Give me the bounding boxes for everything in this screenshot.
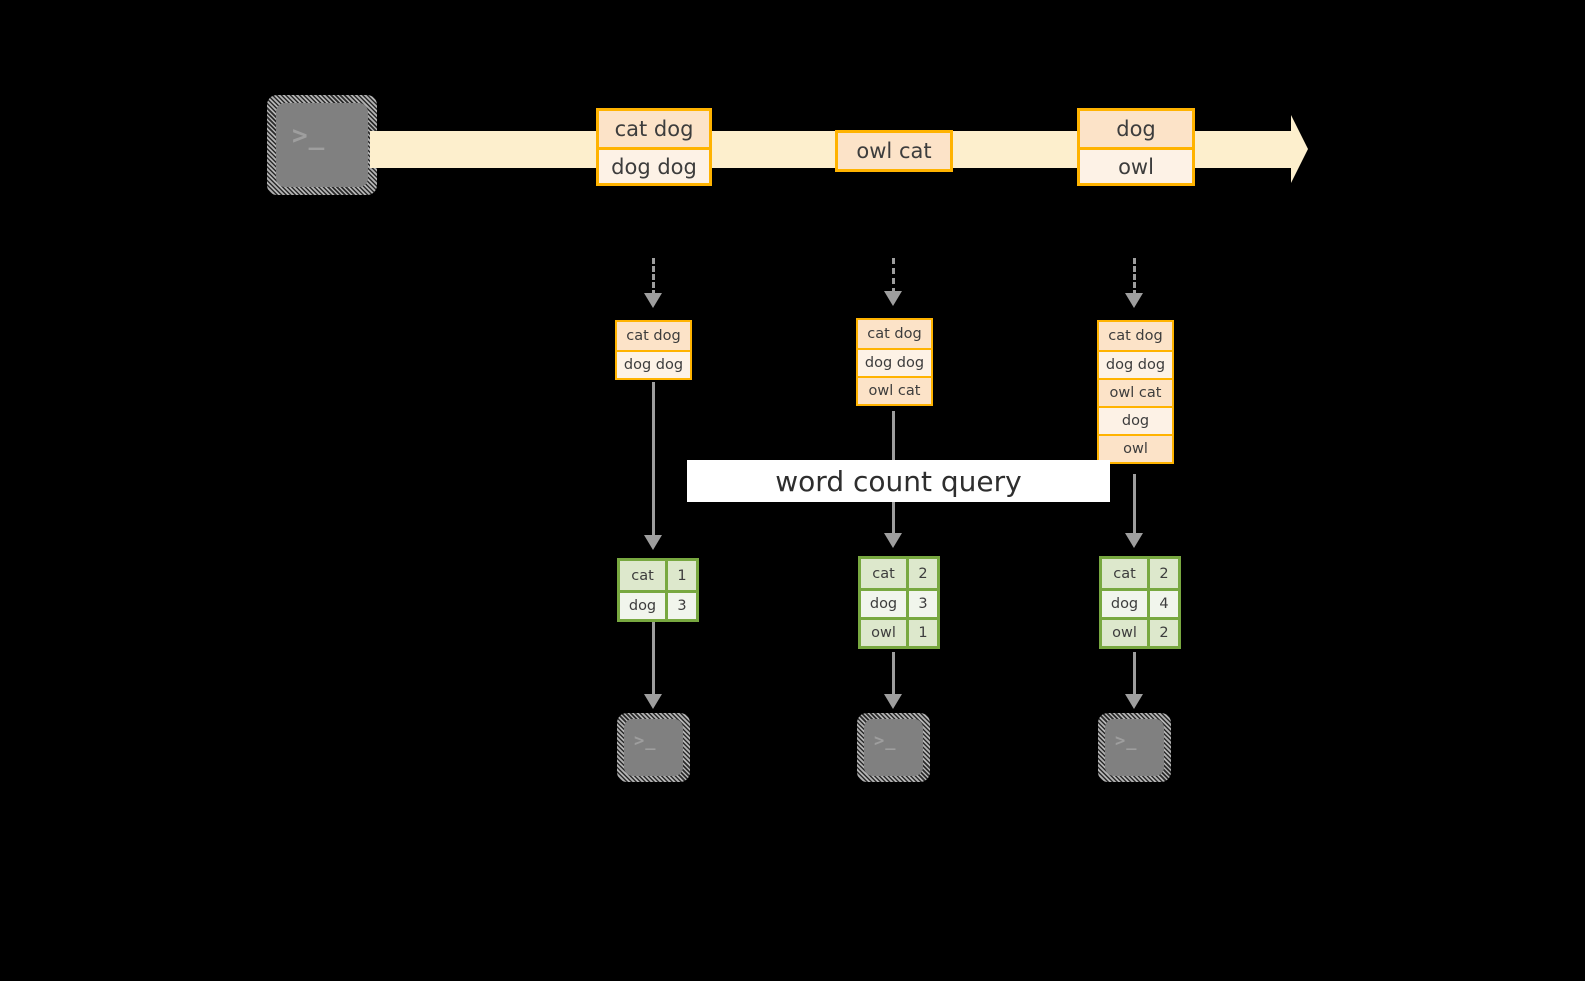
table-row: owl 2	[1102, 617, 1178, 646]
snapshot-2-query-arrowhead	[884, 533, 902, 548]
result-count: 1	[918, 625, 928, 641]
result-word: owl	[1102, 620, 1150, 646]
result-word: dog	[1102, 591, 1150, 617]
producer-terminal-icon: >_	[267, 95, 377, 195]
snapshot-3-buffer[interactable]: cat dog dog dog owl cat dog owl	[1097, 320, 1174, 464]
result-count: 2	[1159, 625, 1169, 641]
terminal-body	[1105, 719, 1164, 776]
table-row: cat 2	[1102, 559, 1178, 588]
terminal-prompt-glyph: >_	[292, 121, 326, 151]
snapshot-3-query-arrowhead	[1125, 533, 1143, 548]
table-row: dog 4	[1102, 588, 1178, 617]
buffer-line: dog dog	[617, 350, 690, 378]
stream-message-1[interactable]: cat dog dog dog	[596, 108, 712, 186]
snapshot-2-tap-line	[892, 258, 895, 294]
buffer-line: owl	[1099, 434, 1172, 462]
result-count: 3	[677, 598, 687, 614]
result-word: dog	[861, 591, 909, 617]
buffer-line: owl cat	[858, 376, 931, 404]
snapshot-1-tap-line	[652, 258, 655, 296]
buffer-line: owl cat	[1099, 378, 1172, 406]
snapshot-1-query-arrowhead	[644, 535, 662, 550]
terminal-prompt-glyph: >_	[1115, 731, 1138, 751]
result-word: cat	[861, 559, 909, 588]
stream-message-2[interactable]: owl cat	[835, 130, 953, 172]
stream-arrowhead	[1291, 115, 1308, 183]
stream-message-3[interactable]: dog owl	[1077, 108, 1195, 186]
snapshot-3-tap-line	[1133, 258, 1136, 296]
table-row: cat 2	[861, 559, 937, 588]
result-count: 1	[677, 567, 687, 584]
buffer-line: dog dog	[1099, 350, 1172, 378]
snapshot-1-buffer[interactable]: cat dog dog dog	[615, 320, 692, 380]
snapshot-1-tap-arrowhead	[644, 293, 662, 308]
result-word: cat	[620, 561, 668, 590]
result-count: 3	[918, 596, 928, 612]
snapshot-3-output-line	[1133, 652, 1136, 700]
snapshot-1-output-line	[652, 622, 655, 700]
result-count: 2	[1159, 565, 1169, 582]
terminal-prompt-glyph: >_	[634, 731, 657, 751]
table-row: owl 1	[861, 617, 937, 646]
snapshot-2-output-arrowhead	[884, 694, 902, 709]
snapshot-3-query-line	[1133, 474, 1136, 540]
snapshot-3-result-table[interactable]: cat 2 dog 4 owl 2	[1099, 556, 1181, 649]
stream-message-line: dog dog	[599, 147, 709, 183]
snapshot-1-output-arrowhead	[644, 694, 662, 709]
terminal-body	[624, 719, 683, 776]
snapshot-2-buffer[interactable]: cat dog dog dog owl cat	[856, 318, 933, 406]
snapshot-2-result-table[interactable]: cat 2 dog 3 owl 1	[858, 556, 940, 649]
snapshot-3-output-arrowhead	[1125, 694, 1143, 709]
table-row: dog 3	[620, 590, 696, 619]
stream-message-line: cat dog	[599, 111, 709, 147]
snapshot-1-query-line	[652, 382, 655, 542]
buffer-line: dog	[1099, 406, 1172, 434]
table-row: dog 3	[861, 588, 937, 617]
terminal-prompt-glyph: >_	[874, 731, 897, 751]
table-row: cat 1	[620, 561, 696, 590]
result-count: 2	[918, 565, 928, 582]
snapshot-2-tap-arrowhead	[884, 291, 902, 306]
query-label: word count query	[775, 464, 1022, 498]
buffer-line: cat dog	[617, 322, 690, 350]
result-count: 4	[1159, 596, 1169, 612]
result-word: dog	[620, 593, 668, 619]
buffer-line: cat dog	[858, 320, 931, 348]
snapshot-1-consumer-terminal-icon: >_	[617, 713, 690, 782]
terminal-body	[276, 103, 368, 187]
result-word: cat	[1102, 559, 1150, 588]
snapshot-2-consumer-terminal-icon: >_	[857, 713, 930, 782]
buffer-line: dog dog	[858, 348, 931, 376]
snapshot-3-consumer-terminal-icon: >_	[1098, 713, 1171, 782]
snapshot-1-result-table[interactable]: cat 1 dog 3	[617, 558, 699, 622]
query-label-banner: word count query	[687, 460, 1110, 502]
terminal-body	[864, 719, 923, 776]
stream-message-line: owl	[1080, 147, 1192, 183]
buffer-line: cat dog	[1099, 322, 1172, 350]
stream-message-line: owl cat	[838, 133, 950, 169]
snapshot-3-tap-arrowhead	[1125, 293, 1143, 308]
snapshot-2-output-line	[892, 652, 895, 700]
stream-message-line: dog	[1080, 111, 1192, 147]
result-word: owl	[861, 620, 909, 646]
